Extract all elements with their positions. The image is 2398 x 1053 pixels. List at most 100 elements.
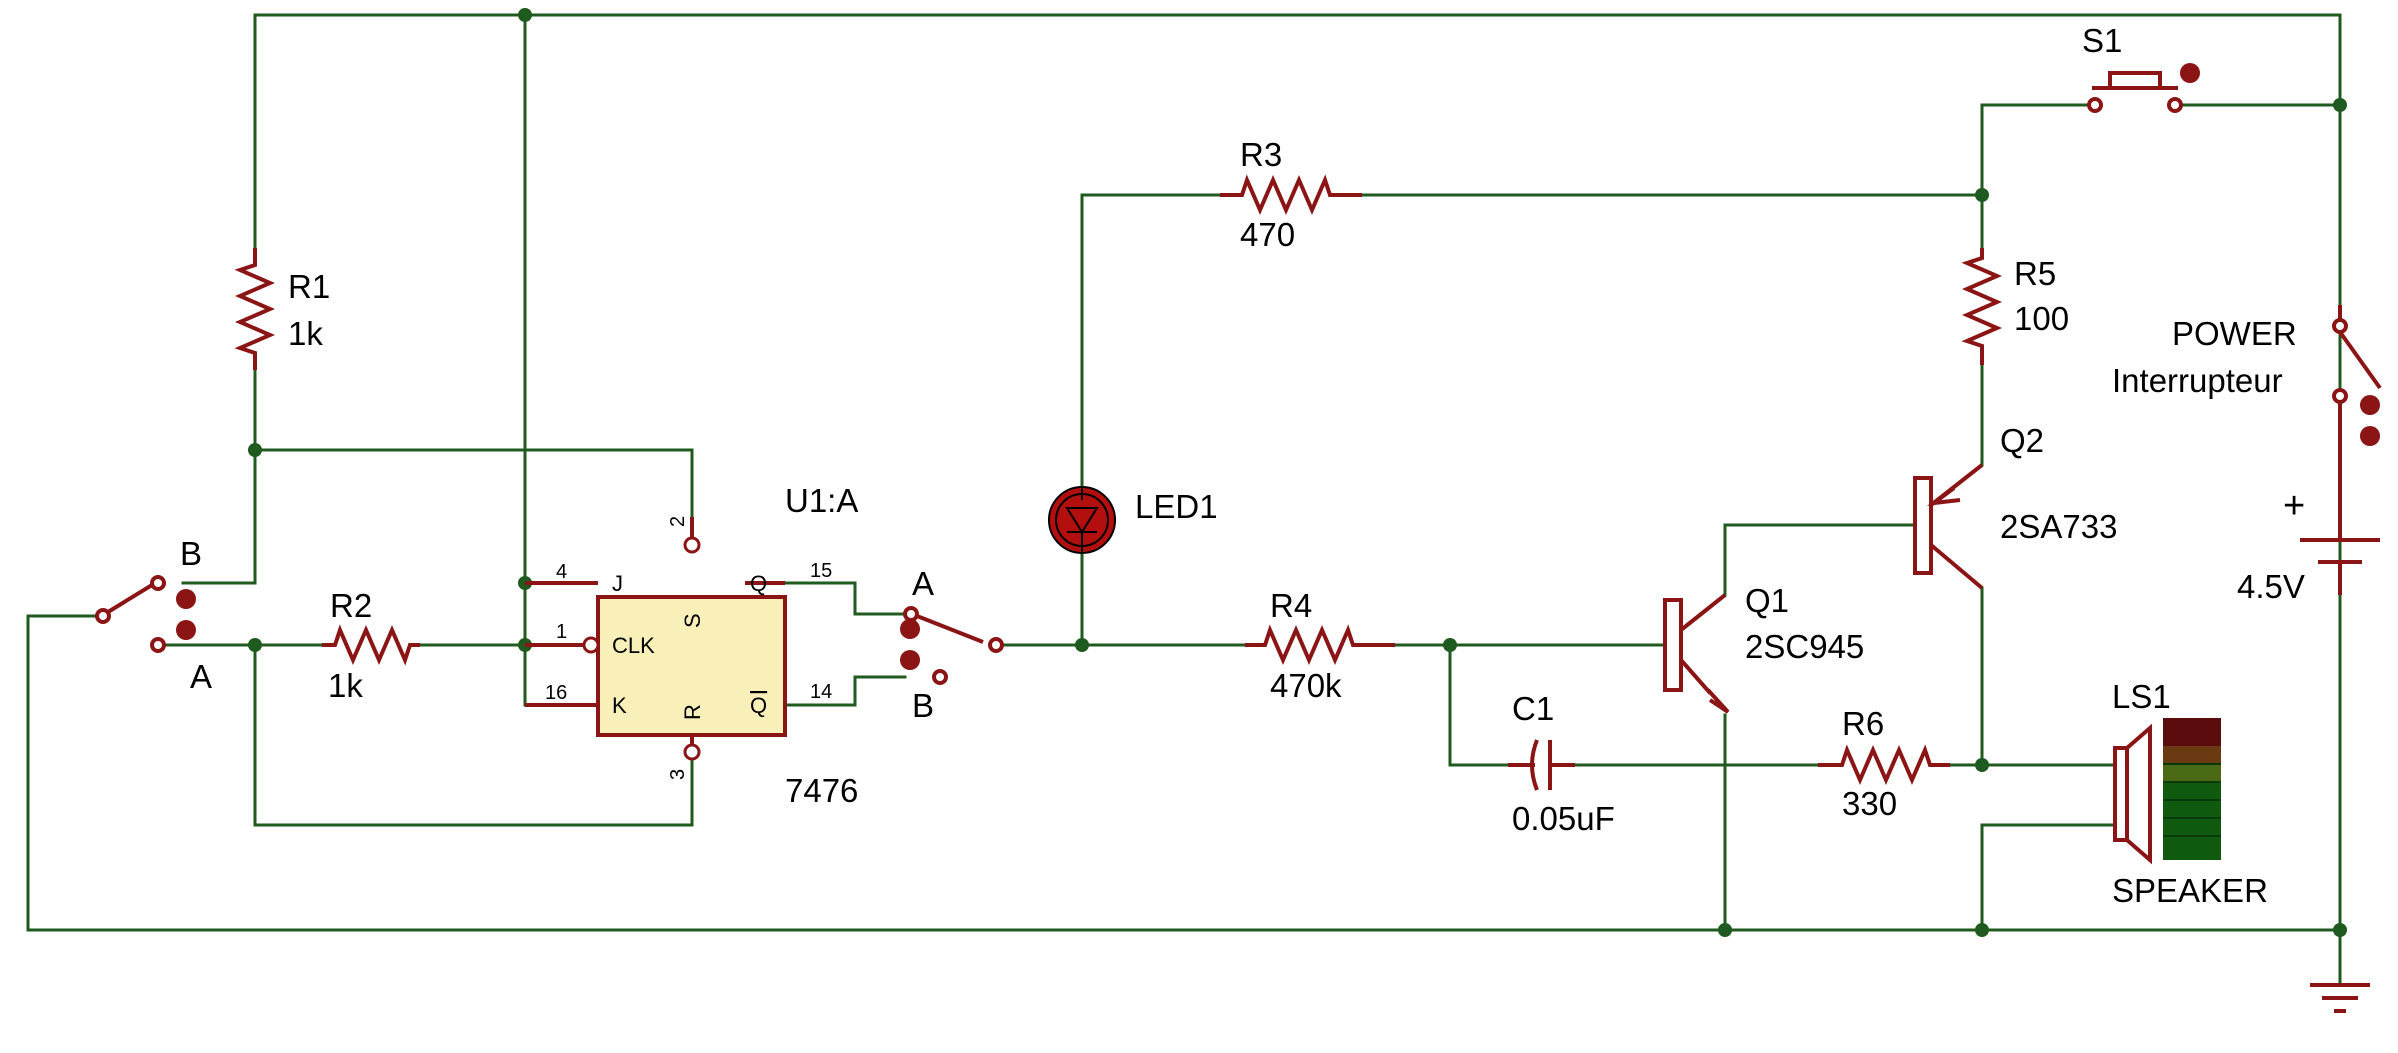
- label-r1-value: 1k: [288, 315, 323, 352]
- wire-q-out: [783, 581, 907, 616]
- wire-speaker-return: [1980, 823, 2117, 932]
- connector-marker: [2180, 63, 2200, 83]
- wire-r1-column: [181, 13, 257, 585]
- resistor-r5: [1961, 248, 2003, 365]
- junction: [1718, 923, 1732, 937]
- label-r1-ref: R1: [288, 268, 330, 305]
- junction: [248, 638, 262, 652]
- label-r3-value: 470: [1240, 216, 1295, 253]
- label-r6-ref: R6: [1842, 705, 1884, 742]
- connector-marker: [2360, 426, 2380, 446]
- label-battery-voltage: 4.5V: [2237, 568, 2305, 605]
- label-u1-part: 7476: [785, 772, 858, 809]
- label-r6-value: 330: [1842, 785, 1897, 822]
- speaker-level-bar: [2163, 718, 2221, 860]
- ic-pin-label-r: R: [680, 704, 705, 720]
- ic-pin-label-k: K: [612, 693, 627, 718]
- junction: [1443, 638, 1457, 652]
- capacitor-c1: [1508, 739, 1575, 791]
- battery-4-5v: [2300, 500, 2380, 595]
- junction: [1975, 923, 1989, 937]
- wire-q2-collector: [1980, 586, 2117, 767]
- ic-pin-label-q: Q: [750, 571, 767, 596]
- junction: [1075, 638, 1089, 652]
- label-r2-value: 1k: [328, 667, 363, 704]
- label-c1-ref: C1: [1512, 690, 1554, 727]
- label-led1: LED1: [1135, 488, 1218, 525]
- junction: [2333, 98, 2347, 112]
- ic-pin-number-s: 2: [667, 516, 689, 527]
- left-selector-switch[interactable]: [95, 575, 166, 653]
- ic-pin-number-qbar: 14: [810, 681, 832, 703]
- label-ls1-name: SPEAKER: [2112, 872, 2268, 909]
- wire-to-s-pin: [253, 448, 694, 519]
- ic-pin-label-qbar: Q: [750, 693, 767, 718]
- transistor-q1: [1663, 593, 1730, 714]
- resistor-r3: [1220, 174, 1362, 216]
- ic-pin-number-q: 15: [810, 560, 832, 582]
- wire-qbar-out: [783, 675, 907, 707]
- ic-pin-label-j: J: [612, 571, 623, 596]
- label-q1-ref: Q1: [1745, 582, 1789, 619]
- wire-mid-switch-to-r4: [1000, 643, 1510, 767]
- label-r5-value: 100: [2014, 300, 2069, 337]
- connector-marker: [176, 620, 196, 640]
- label-q2-part: 2SA733: [2000, 508, 2117, 545]
- label-s1: S1: [2082, 22, 2122, 59]
- connector-marker: [176, 589, 196, 609]
- label-r5-ref: R5: [2014, 255, 2056, 292]
- label-c1-value: 0.05uF: [1512, 800, 1615, 837]
- ic-pin-label-clk: CLK: [612, 633, 655, 658]
- pushbutton-s1[interactable]: [2087, 71, 2183, 113]
- ic-pin-number-r: 3: [667, 769, 689, 780]
- ic-7476: J CLK K Q Q S R 4 1 16 15 14 2 3: [545, 516, 832, 780]
- connector-marker: [900, 619, 920, 639]
- connector-marker: [2360, 395, 2380, 415]
- junction: [1975, 758, 1989, 772]
- label-u1-ref: U1:A: [785, 482, 858, 519]
- label-mid-switch-b: B: [912, 687, 934, 724]
- mid-selector-switch[interactable]: [903, 606, 1004, 685]
- ground-symbol: [2310, 983, 2370, 1013]
- resistor-r6: [1818, 744, 1950, 786]
- label-r2-ref: R2: [330, 587, 372, 624]
- label-r4-ref: R4: [1270, 587, 1312, 624]
- ic-pin-label-s: S: [680, 613, 705, 628]
- label-left-switch-b: B: [180, 535, 202, 572]
- label-q2-ref: Q2: [2000, 422, 2044, 459]
- ic-pin-number-k: 16: [545, 682, 567, 704]
- label-power-type: Interrupteur: [2112, 362, 2283, 399]
- wire-jk-column: [523, 13, 597, 707]
- junction: [518, 8, 532, 22]
- junction: [1975, 188, 1989, 202]
- speaker-ls1: [2113, 723, 2152, 865]
- connector-markers: [176, 63, 2380, 670]
- junction: [2333, 923, 2347, 937]
- label-mid-switch-a: A: [912, 565, 934, 602]
- led1: [1048, 486, 1116, 554]
- connector-marker: [900, 650, 920, 670]
- resistor-r1: [234, 248, 276, 370]
- transistor-q2: [1913, 463, 1984, 590]
- wire-q1-collector-q2-base: [1723, 523, 1917, 597]
- label-battery-polarity: +: [2283, 485, 2305, 527]
- labels: S1 R1 1k R2 1k R3 470 R4 470k R5 100 R6 …: [180, 22, 2305, 909]
- label-q1-part: 2SC945: [1745, 628, 1864, 665]
- wire-r-pin-loop: [253, 643, 694, 827]
- resistor-r4: [1245, 624, 1395, 666]
- label-ls1-ref: LS1: [2112, 678, 2171, 715]
- ic-pin-number-j: 4: [556, 561, 567, 583]
- junction: [248, 443, 262, 457]
- ic-pin-number-clk: 1: [556, 621, 567, 643]
- label-r3-ref: R3: [1240, 136, 1282, 173]
- power-switch[interactable]: [2332, 305, 2382, 500]
- label-r4-value: 470k: [1270, 667, 1342, 704]
- junction-dots: [248, 8, 2347, 937]
- label-power-name: POWER: [2172, 315, 2297, 352]
- resistor-r2: [322, 624, 420, 666]
- label-left-switch-a: A: [190, 658, 212, 695]
- wire-bottom-rail: [26, 614, 2342, 987]
- wire-led-r3: [1080, 193, 1984, 647]
